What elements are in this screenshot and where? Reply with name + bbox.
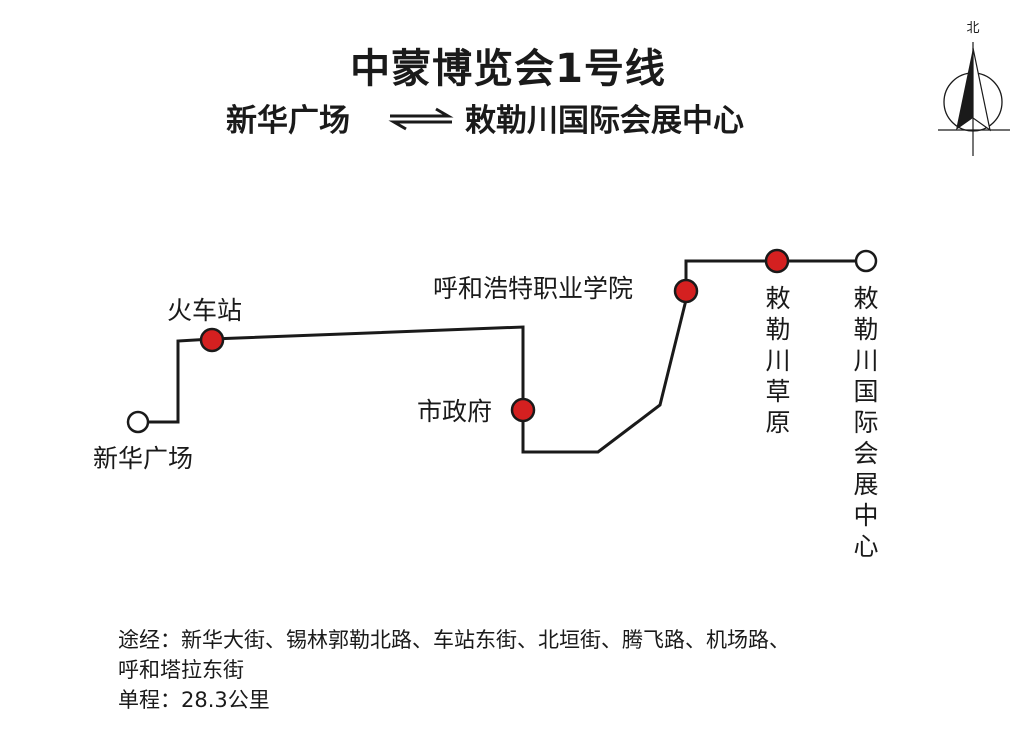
stop-marker-expo-center xyxy=(854,249,878,273)
direction-to: 敕勒川国际会展中心 xyxy=(465,103,744,139)
route-via-line1: 途经：新华大街、锡林郭勒北路、车站东街、北垣街、腾飞路、机场路、 xyxy=(118,628,790,652)
route-distance: 单程：28.3公里 xyxy=(118,688,270,712)
route-via-line2: 呼和塔拉东街 xyxy=(118,658,244,682)
stop-label-city-hall: 市政府 xyxy=(417,397,493,426)
map-title: 中蒙博览会1号线 xyxy=(350,46,666,92)
stop-marker-chilechuan-grassland xyxy=(764,248,790,274)
stop-marker-vocational-college xyxy=(673,278,699,304)
compass-rose-icon: 北 xyxy=(938,21,1010,156)
north-compass: 北 xyxy=(936,14,1012,162)
stop-marker-city-hall xyxy=(510,397,536,423)
stop-label-chilechuan-grassland: 敕勒川草原 xyxy=(765,284,791,437)
stop-marker-railway-station xyxy=(199,327,225,353)
bidirectional-arrow-icon xyxy=(388,107,454,131)
stop-label-expo-center: 敕勒川国际会展中心 xyxy=(853,284,879,561)
compass-north-label: 北 xyxy=(966,21,979,36)
stop-label-vocational-college: 呼和浩特职业学院 xyxy=(433,274,634,303)
stop-label-xinhua-square: 新华广场 xyxy=(93,444,194,473)
stop-marker-xinhua-square xyxy=(126,410,150,434)
direction-from: 新华广场 xyxy=(226,103,350,139)
stop-label-railway-station: 火车站 xyxy=(167,296,243,325)
